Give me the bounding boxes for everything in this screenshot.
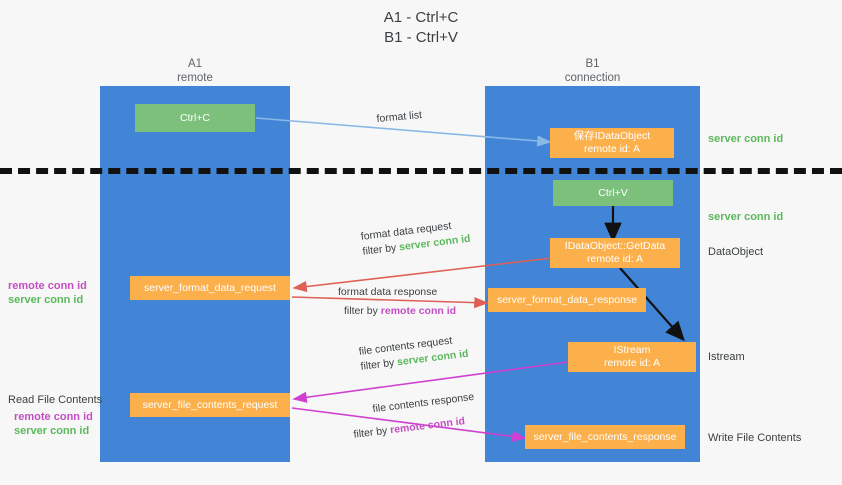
column-a1-name: A1 [187,58,203,70]
column-a1-role: remote [177,72,213,84]
left-label-remote-conn-id-1: remote conn id [8,280,87,292]
diagram-title: A1 - Ctrl+C B1 - Ctrl+V [0,8,842,48]
column-header-a1: A1 remote [100,57,290,85]
node-server-format-data-request-label: server_format_data_request [144,281,276,294]
node-server-file-contents-request-label: server_file_contents_request [142,398,278,411]
arrow-label-format-data-response-title: format data response [338,286,438,298]
node-save-idataobject-line2: remote id: A [583,143,641,155]
filter-prefix: filter by [361,241,400,258]
node-ctrl-c[interactable]: Ctrl+C [135,104,255,132]
column-b1-role: connection [564,72,621,84]
arrow-label-format-data-response: format data response filter by remote co… [338,285,456,319]
left-label-read-file-contents: Read File Contents [8,394,103,406]
node-ctrl-c-label: Ctrl+C [179,111,211,124]
left-label-group-2: remote conn id server conn id [14,410,93,438]
node-getdata-line2: remote id: A [586,253,644,265]
node-istream-line1: IStream [613,344,651,356]
arrow-label-file-contents-request: file contents request filter by server c… [358,332,469,375]
node-server-format-data-response[interactable]: server_format_data_response [488,288,646,312]
filter-value-remote-conn-id: remote conn id [389,415,466,437]
node-ctrl-v[interactable]: Ctrl+V [553,180,673,206]
right-label-dataobject: DataObject [708,246,764,258]
node-ctrl-v-label: Ctrl+V [598,186,628,199]
column-header-b1: B1 connection [485,57,700,85]
node-istream-line2: remote id: A [603,357,661,369]
right-label-write-file-contents: Write File Contents [708,432,802,444]
right-label-server-conn-id-2: server conn id [708,211,784,223]
node-istream[interactable]: IStream remote id: A [568,342,696,372]
left-label-server-conn-id-2: server conn id [14,425,90,437]
phase-divider [0,168,842,174]
title-line-1: A1 - Ctrl+C [383,9,459,26]
title-line-2: B1 - Ctrl+V [384,29,458,46]
arrow-label-file-contents-response-title: file contents response [371,390,475,416]
left-label-remote-conn-id-2: remote conn id [14,411,93,423]
filter-prefix: filter by [344,305,381,317]
left-label-group-1: remote conn id server conn id [8,279,87,307]
node-server-format-data-request[interactable]: server_format_data_request [130,276,290,300]
arrow-label-format-data-request: format data request filter by server con… [360,217,471,260]
arrow-label-file-contents-response-filter: filter by remote conn id [353,413,478,443]
node-server-file-contents-response[interactable]: server_file_contents_response [525,425,685,449]
arrow-label-file-contents-response: file contents response filter by remote … [350,390,478,443]
node-server-format-data-response-label: server_format_data_response [496,293,638,306]
node-server-file-contents-response-label: server_file_contents_response [533,430,677,443]
node-getdata-line1: IDataObject::GetData [564,240,666,252]
right-label-istream: Istream [708,351,745,363]
right-label-server-conn-id-1: server conn id [708,133,784,145]
node-idataobject-getdata[interactable]: IDataObject::GetData remote id: A [550,238,680,268]
filter-prefix: filter by [352,424,391,441]
left-label-server-conn-id-1: server conn id [8,294,84,306]
node-save-idataobject-line1: 保存IDataObject [573,130,651,142]
filter-value-remote-conn-id: remote conn id [380,305,457,317]
arrow-label-format-data-response-filter: filter by remote conn id [344,304,456,319]
filter-prefix: filter by [359,356,398,373]
column-b1-name: B1 [585,58,600,70]
node-server-file-contents-request[interactable]: server_file_contents_request [130,393,290,417]
node-save-idataobject[interactable]: 保存IDataObject remote id: A [550,128,674,158]
arrow-label-format-list: format list [376,109,423,125]
